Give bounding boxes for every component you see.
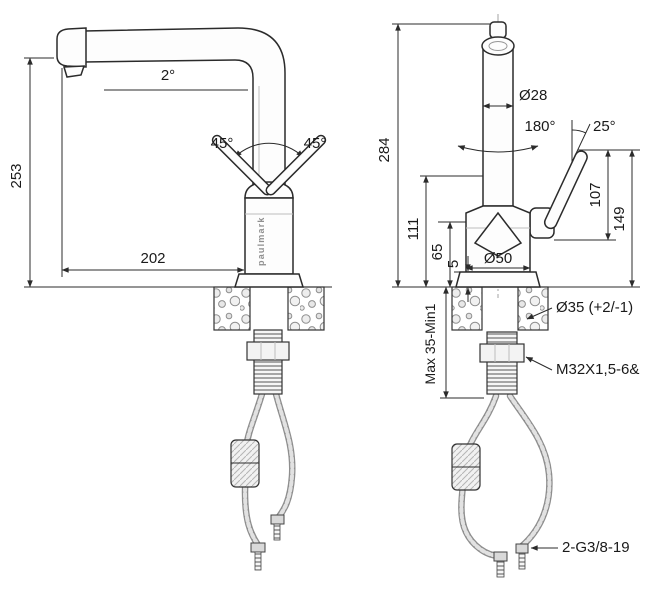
countertop-left [206, 286, 332, 331]
right-supply-hoses [451, 392, 553, 578]
handle-rotation-arc [234, 142, 304, 158]
threaded-shank [253, 329, 283, 395]
hose-connector-thread [518, 552, 526, 570]
dim-mount-thickness: Max 35-Min1 [422, 286, 484, 399]
handle-swing: 45° 45° [211, 134, 327, 196]
faucet-right [455, 14, 588, 298]
countertop-slab [451, 286, 483, 331]
supply-hose-braid [508, 394, 552, 548]
lever-tilt-annotation: 25° [571, 118, 616, 163]
handle-lever-right [265, 134, 327, 196]
brand-logo: paulmark [256, 216, 266, 266]
lever-top-height-label: 149 [611, 206, 628, 231]
handle-lever [543, 150, 588, 230]
body-top-height-label: 65 [429, 244, 446, 261]
countertop-slab [287, 286, 325, 331]
pullout-hose-braid [459, 394, 502, 558]
leader-line [526, 307, 553, 320]
dim-lever: 107 149 [548, 149, 640, 288]
leader-line [525, 356, 553, 371]
hose-thread-label: 2-G3/8-19 [562, 539, 630, 556]
height-label: 253 [8, 163, 25, 188]
countertop-right [446, 286, 556, 331]
dim-reach-202: 202 [61, 68, 245, 277]
handle-angle-left-label: 45° [211, 135, 234, 152]
tilt-arc [571, 129, 587, 134]
hose-connector-thread [254, 551, 262, 571]
hose-connector-thread [496, 560, 505, 578]
base-flange [233, 273, 305, 288]
hose-connector-thread [273, 523, 281, 541]
base-flange [455, 271, 541, 288]
dim-body-top-height: 65 [429, 221, 466, 288]
dim-height-253: 253 [8, 57, 214, 288]
base-plate-label: 5 [445, 260, 462, 268]
body-diameter-label: Ø50 [484, 250, 512, 267]
spray-head-cap [481, 36, 515, 56]
tilt-lines [571, 120, 591, 163]
nut-facet-line [494, 344, 510, 362]
nut-facet-line [260, 342, 276, 360]
outlet-height-label: 111 [405, 218, 422, 241]
countertop-slab [517, 286, 549, 331]
mounting-nut [246, 341, 290, 361]
dim-body-diameter: Ø50 [465, 250, 531, 271]
mount-thickness-label: Max 35-Min1 [422, 303, 438, 384]
left-view: paulmark 45° 45° 2° 253 [8, 27, 332, 571]
total-height-label: 284 [376, 137, 393, 162]
shank-thread-label: M32X1,5-6& [556, 361, 639, 378]
lever-length-label: 107 [587, 182, 604, 207]
hose-connector [493, 551, 508, 562]
right-view: Ø28 180° 25° 284 111 65 [376, 14, 640, 578]
mounting-shank-right [479, 331, 525, 395]
lever-tilt-label: 25° [593, 118, 616, 135]
dim-outlet-height: 111 [405, 175, 483, 288]
hose-thread-annotation: 2-G3/8-19 [530, 539, 630, 556]
swivel-annotation: 180° [457, 118, 556, 153]
mounting-nut [479, 343, 525, 363]
supply-hose [506, 392, 553, 550]
swivel-angle-label: 180° [524, 118, 555, 135]
countertop-slab [213, 286, 251, 331]
shank-thread-annotation: M32X1,5-6& [525, 356, 639, 378]
spout-angle-label: 2° [161, 67, 175, 84]
extension-line [24, 57, 214, 288]
spout-diameter-label: Ø28 [519, 87, 547, 104]
extension-line [392, 23, 490, 288]
body-cone [473, 211, 523, 257]
hose-connector [515, 543, 529, 554]
top-knob [489, 21, 507, 39]
supply-hose-braid [274, 392, 295, 520]
swivel-arc [457, 145, 539, 153]
handle-angle-right-label: 45° [304, 135, 327, 152]
faucet-body [244, 197, 294, 275]
reach-label: 202 [140, 250, 165, 267]
mount-hole-annotation: Ø35 (+2/-1) [526, 299, 633, 320]
dim-total-height: 284 [376, 23, 490, 288]
spout-angle-annotation: 2° [104, 67, 248, 91]
faucet-left: paulmark [56, 27, 305, 288]
dim-spout-diameter: Ø28 [482, 87, 547, 109]
left-supply-hoses [230, 390, 296, 571]
mount-hole-label: Ø35 (+2/-1) [556, 299, 633, 316]
spray-head-cap-inner [488, 41, 508, 51]
hose-connector [270, 514, 285, 525]
spray-head [56, 27, 87, 68]
threaded-shank [486, 331, 518, 395]
mounting-shank-left [246, 329, 290, 395]
aerator-nozzle [63, 65, 86, 78]
spout-column [482, 45, 514, 207]
hose-connector [250, 542, 266, 553]
